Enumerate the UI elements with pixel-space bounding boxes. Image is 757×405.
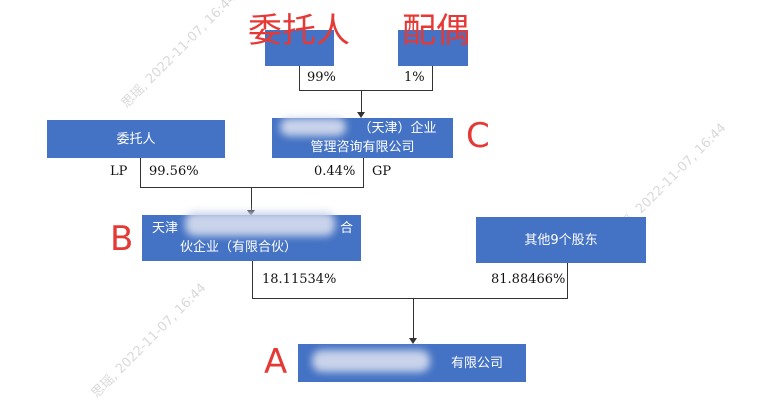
redaction-blur bbox=[280, 118, 346, 136]
node-other-shareholders: 其他9个股东 bbox=[476, 217, 646, 263]
node-top-right bbox=[398, 30, 468, 66]
edge-label-8188466: 81.88466% bbox=[491, 272, 566, 287]
connector-line bbox=[299, 90, 433, 91]
watermark: 思瑶, 2022-11-07, 16:44 bbox=[118, 0, 240, 112]
edge-label-1811534: 18.11534% bbox=[262, 272, 337, 287]
connector-line bbox=[140, 187, 364, 188]
arrow-head bbox=[409, 338, 417, 344]
connector-line bbox=[363, 158, 364, 187]
arrow-head bbox=[357, 112, 365, 118]
node-weituoren: 委托人 bbox=[47, 120, 225, 158]
node-c-line2: 管理咨询有限公司 bbox=[310, 140, 415, 155]
connector-line bbox=[299, 66, 300, 91]
edge-label-9956: 99.56% bbox=[149, 164, 199, 179]
connector-line bbox=[567, 263, 568, 299]
redaction-blur bbox=[185, 212, 335, 236]
annotation-c: C bbox=[466, 116, 490, 156]
connector-line bbox=[140, 158, 141, 187]
edge-label-lp: LP bbox=[110, 164, 128, 179]
annotation-a: A bbox=[264, 342, 288, 382]
annotation-weituoren: 委托人 bbox=[248, 11, 350, 51]
edge-label-gp: GP bbox=[372, 164, 392, 179]
watermark: 思瑶, 2022-11-07, 16:44 bbox=[88, 280, 210, 402]
connector-line bbox=[432, 66, 433, 91]
connector-line bbox=[251, 187, 252, 213]
redaction-blur bbox=[312, 350, 430, 372]
annotation-peiou: 配偶 bbox=[402, 11, 470, 51]
edge-label-99: 99% bbox=[307, 70, 336, 85]
node-c-line1: （天津）企业 bbox=[358, 121, 437, 136]
node-b-line1-suffix: 合 bbox=[339, 221, 353, 236]
node-b-line2: 伙企业（有限合伙） bbox=[180, 240, 298, 255]
connector-line bbox=[413, 298, 414, 341]
node-top-left bbox=[265, 30, 334, 66]
node-b-line1-prefix: 天津 bbox=[152, 221, 179, 236]
connector-line bbox=[252, 298, 568, 299]
connector-line bbox=[361, 90, 362, 114]
edge-label-1: 1% bbox=[404, 70, 425, 85]
connector-line bbox=[252, 261, 253, 299]
annotation-b: B bbox=[110, 219, 134, 259]
edge-label-044: 0.44% bbox=[314, 164, 356, 179]
